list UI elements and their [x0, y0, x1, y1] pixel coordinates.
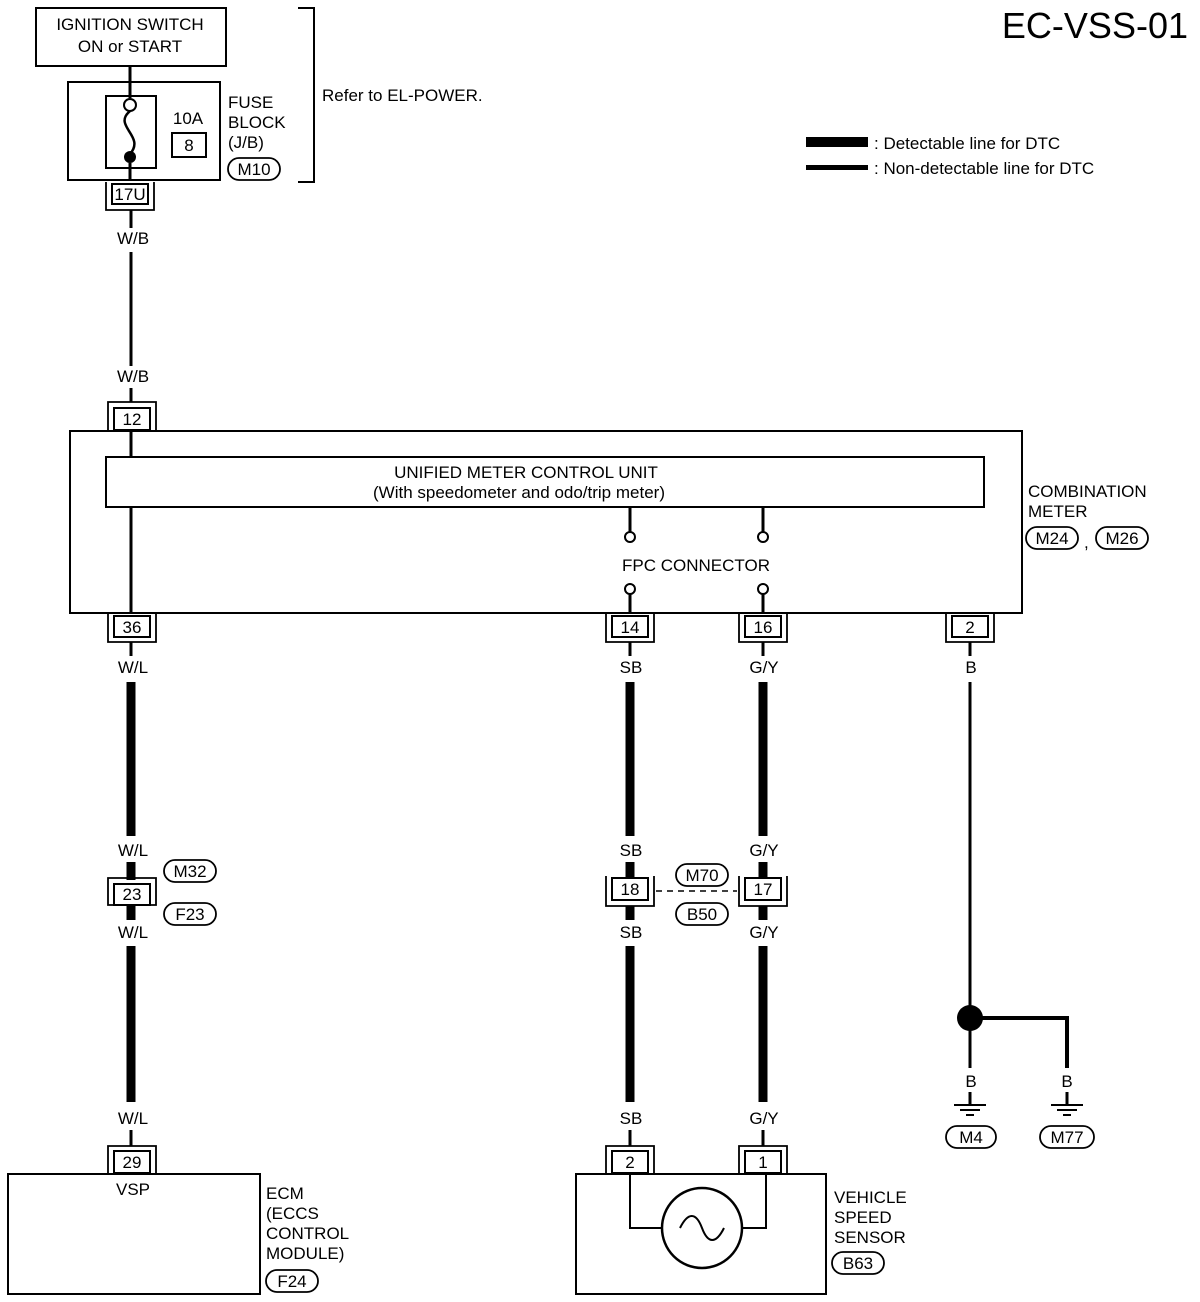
joint-connector-23: 23 M32 F23	[107, 859, 217, 926]
wire-label-b-3: B	[1061, 1072, 1072, 1091]
fuse-amp: 10A	[173, 109, 204, 128]
terminal-14: 14	[605, 614, 655, 643]
sensor-connector: B63	[843, 1254, 873, 1273]
ignition-switch-line2: ON or START	[78, 37, 182, 56]
fuse-connector: M10	[237, 160, 270, 179]
wire-label-sb-1: SB	[620, 658, 643, 677]
wire-label-sb-3: SB	[620, 923, 643, 942]
wire-label-wb-top: W/B	[117, 229, 149, 248]
svg-text:23: 23	[123, 885, 142, 904]
svg-text:18: 18	[621, 880, 640, 899]
ignition-switch: IGNITION SWITCH ON or START	[35, 7, 227, 67]
wire-label-wb-bottom: W/B	[117, 367, 149, 386]
ground-connector-m77: M77	[1050, 1128, 1083, 1147]
fpc-connector-label: FPC CONNECTOR	[622, 556, 770, 575]
wire-label-gy-1: G/Y	[749, 658, 778, 677]
fuse-number: 8	[184, 136, 193, 155]
svg-text:2: 2	[965, 618, 974, 637]
svg-text:36: 36	[123, 618, 142, 637]
ecm-label-3: CONTROL	[266, 1224, 349, 1243]
wire-label-sb-2: SB	[620, 841, 643, 860]
sensor-label-2: SPEED	[834, 1208, 892, 1227]
legend-thin-line	[806, 165, 868, 170]
meter-label-1: COMBINATION	[1028, 482, 1147, 501]
fuse-block: 10A 8 FUSE BLOCK (J/B) M10	[67, 81, 286, 181]
joint-connector-b50: B50	[687, 905, 717, 924]
terminal-12: 12	[107, 401, 157, 431]
meter-label-2: METER	[1028, 502, 1088, 521]
joint-connector-17: 17	[738, 876, 788, 907]
joint-connector-m32: M32	[173, 862, 206, 881]
ecm-terminal: 29	[123, 1153, 142, 1172]
joint-connector-pair: M70 B50	[656, 863, 737, 926]
ground-m77: B M77	[1039, 1072, 1095, 1149]
legend-non-detectable: : Non-detectable line for DTC	[874, 159, 1094, 178]
terminal-36: 36	[107, 614, 157, 643]
ecm: 29 VSP ECM (ECCS CONTROL MODULE) F24	[7, 1145, 349, 1295]
unit-line-2: (With speedometer and odo/trip meter)	[373, 483, 665, 502]
wire-label-gy-4: G/Y	[749, 1109, 778, 1128]
svg-text:17: 17	[754, 880, 773, 899]
wire-label-b-2: B	[965, 1072, 976, 1091]
legend: : Detectable line for DTC : Non-detectab…	[806, 134, 1094, 178]
ground-m4: B M4	[945, 1072, 997, 1149]
fuse-label-2: BLOCK	[228, 113, 286, 132]
ecm-pin-label: VSP	[116, 1180, 150, 1199]
svg-text:12: 12	[123, 410, 142, 429]
wire-label-b-1: B	[965, 658, 976, 677]
wire-label-gy-2: G/Y	[749, 841, 778, 860]
combination-meter: UNIFIED METER CONTROL UNIT (With speedom…	[69, 430, 1149, 614]
wire-label-wl-4: W/L	[118, 1109, 148, 1128]
wire-label-wl-3: W/L	[118, 923, 148, 942]
fuse-label-1: FUSE	[228, 93, 273, 112]
ecm-label-2: (ECCS	[266, 1204, 319, 1223]
terminal-16: 16	[738, 614, 788, 643]
joint-connector-f23: F23	[175, 905, 204, 924]
svg-text:14: 14	[621, 618, 640, 637]
svg-text:17U: 17U	[114, 185, 145, 204]
fuse-icon	[123, 110, 136, 155]
ecm-connector: F24	[277, 1272, 306, 1291]
svg-text:16: 16	[754, 618, 773, 637]
ecm-label-4: MODULE)	[266, 1244, 344, 1263]
terminal-2-ground: 2	[945, 614, 995, 643]
vehicle-speed-sensor: 2 1 VEHICLE SPEED SENSOR B63	[575, 1145, 907, 1295]
ground-connector-m4: M4	[959, 1128, 983, 1147]
meter-connector-separator: ,	[1084, 533, 1089, 552]
refer-note: Refer to EL-POWER.	[322, 86, 483, 105]
sensor-label-1: VEHICLE	[834, 1188, 907, 1207]
page-code: EC-VSS-01	[1002, 5, 1188, 46]
meter-connector-a: M24	[1035, 529, 1068, 548]
unit-line-1: UNIFIED METER CONTROL UNIT	[394, 463, 658, 482]
sensor-terminal-2: 2	[625, 1153, 634, 1172]
wire-label-wl-2: W/L	[118, 841, 148, 860]
wire-label-wl-1: W/L	[118, 658, 148, 677]
joint-connector-m70: M70	[685, 866, 718, 885]
sensor-terminal-1: 1	[758, 1153, 767, 1172]
fuse-label-3: (J/B)	[228, 133, 264, 152]
meter-connector-b: M26	[1105, 529, 1138, 548]
wire-label-sb-4: SB	[620, 1109, 643, 1128]
terminal-17u: 17U	[105, 182, 155, 211]
sensor-label-3: SENSOR	[834, 1228, 906, 1247]
ecm-label-1: ECM	[266, 1184, 304, 1203]
legend-detectable: : Detectable line for DTC	[874, 134, 1060, 153]
joint-connector-18: 18	[605, 876, 655, 907]
legend-thick-line	[806, 137, 868, 147]
ignition-switch-line1: IGNITION SWITCH	[56, 15, 203, 34]
wire-label-gy-3: G/Y	[749, 923, 778, 942]
